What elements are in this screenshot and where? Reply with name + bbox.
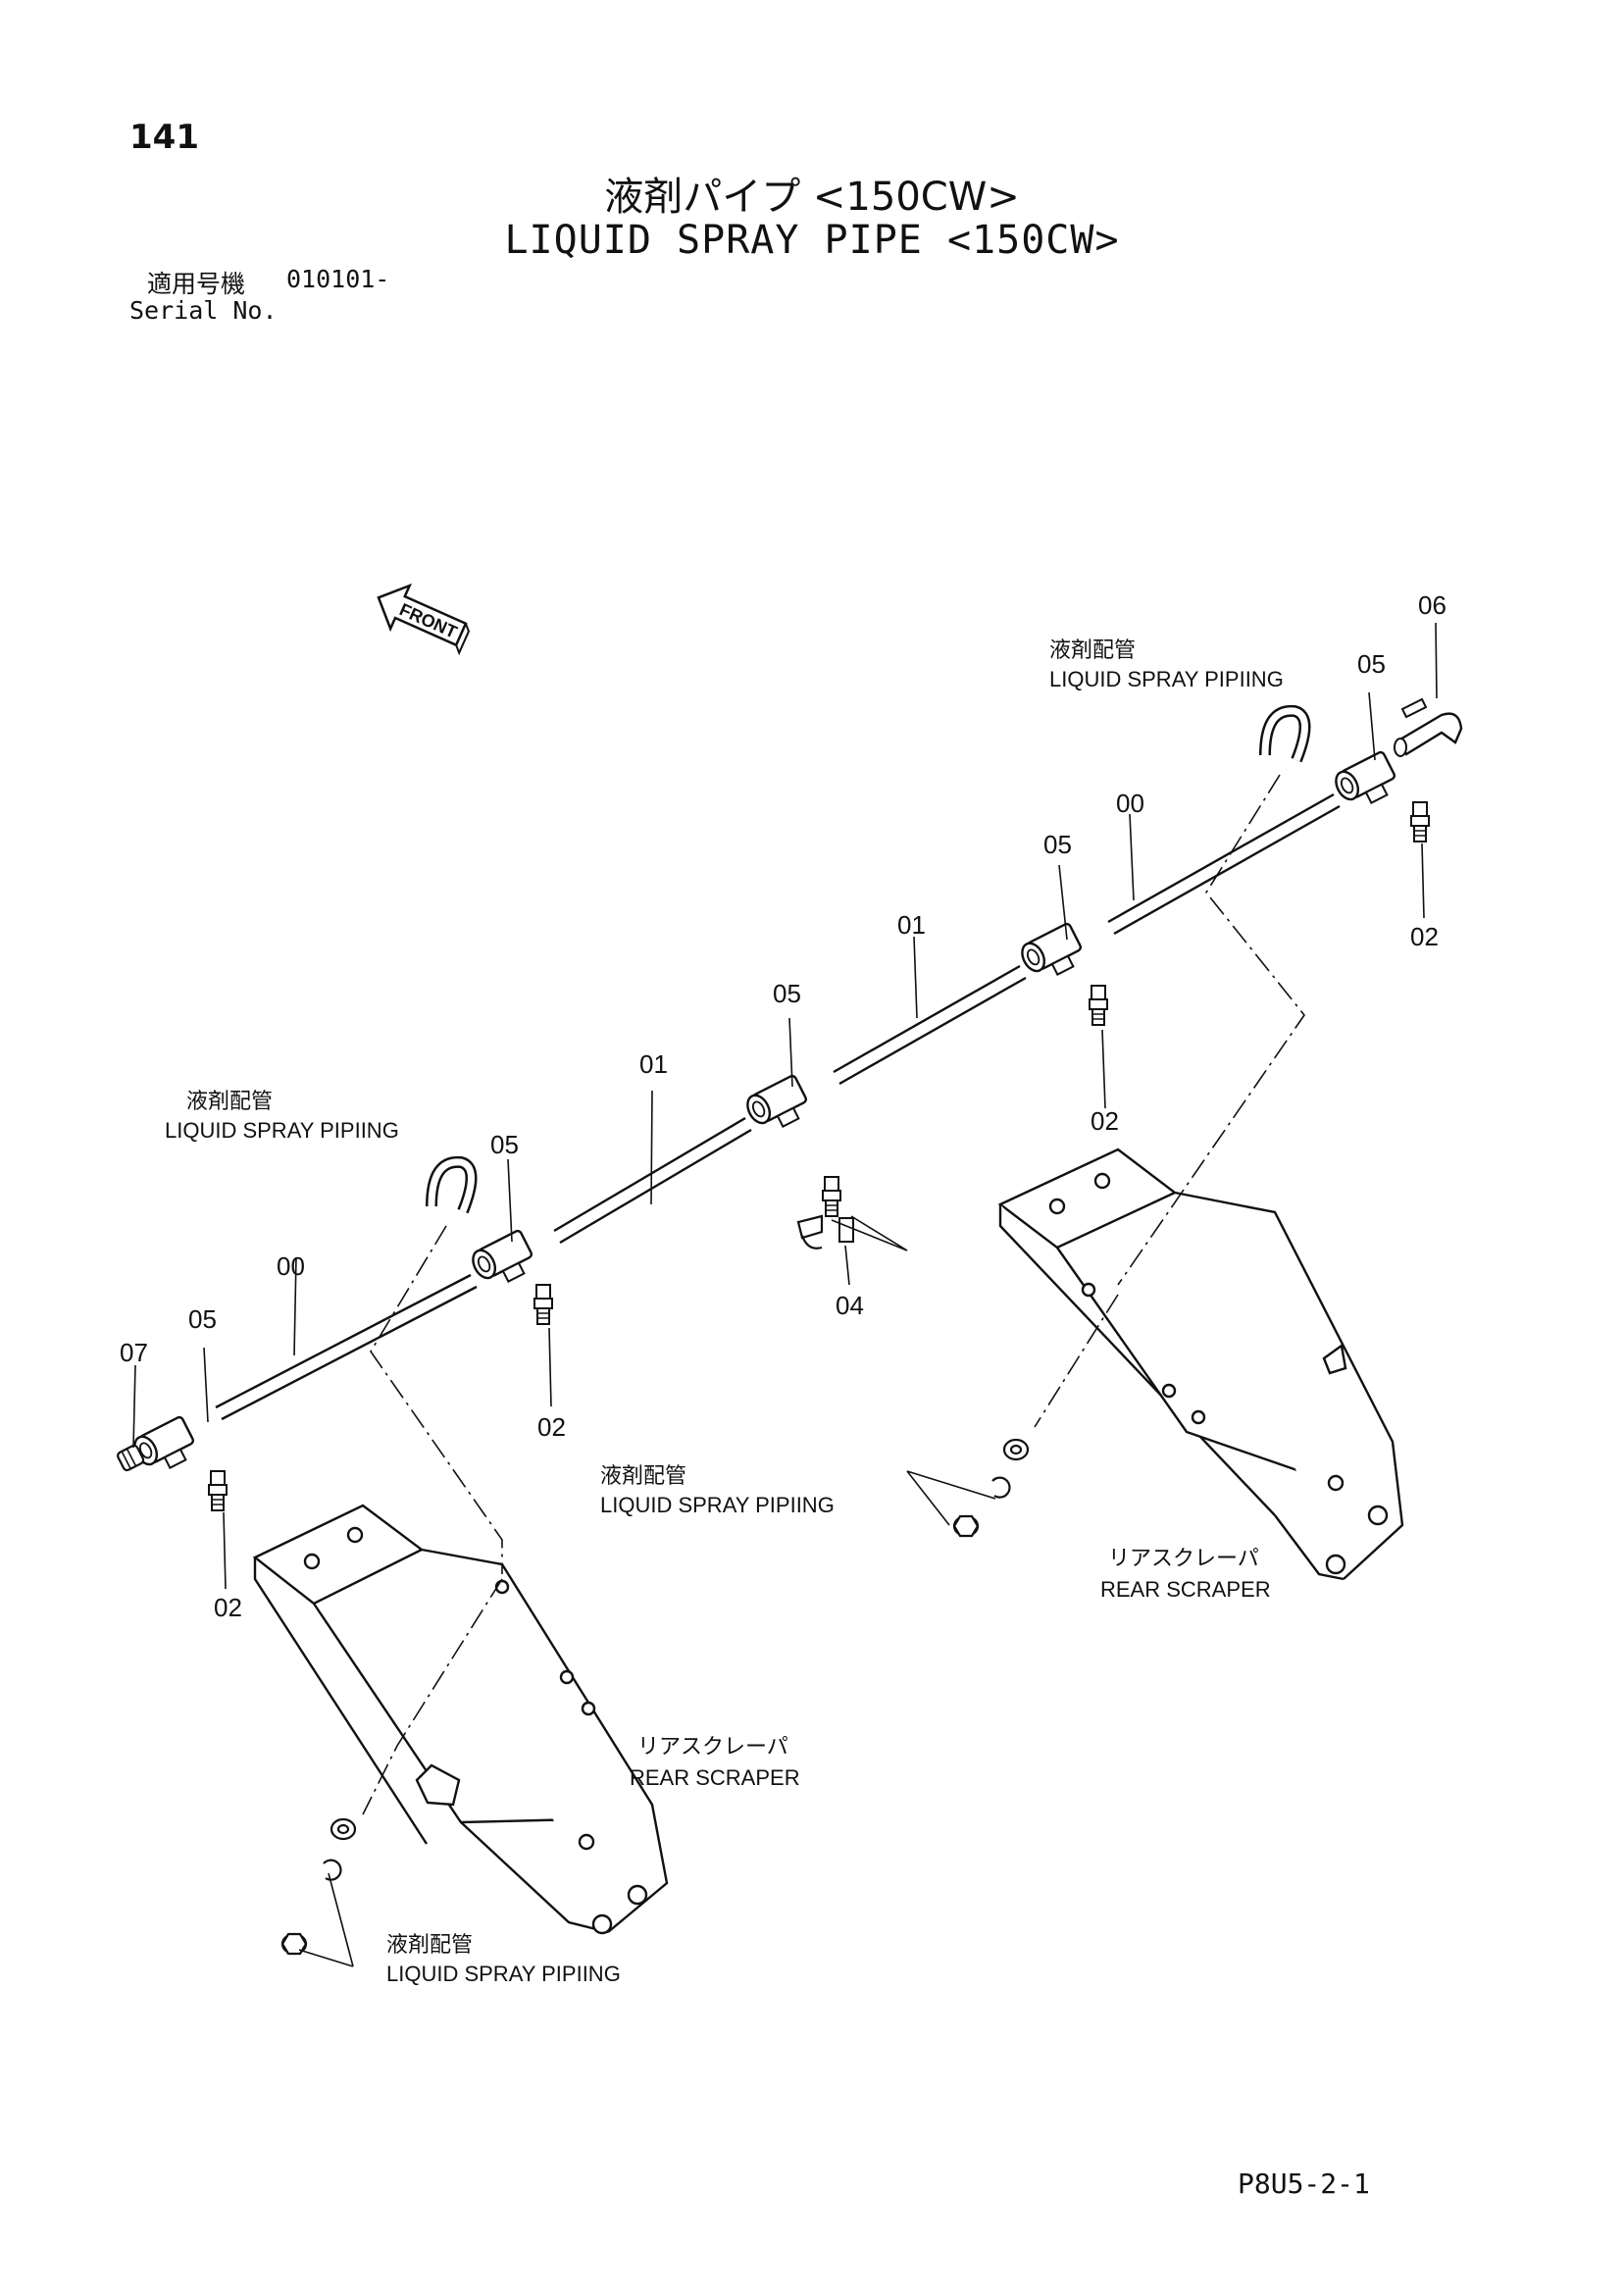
scraper-label-right-en: REAR SCRAPER [1100, 1577, 1271, 1602]
rear-scraper-left [252, 1504, 669, 1935]
pipe-assembly [117, 697, 1463, 1511]
hardware-right [952, 1438, 1030, 1538]
callout-01-a: 01 [639, 1049, 668, 1079]
title-japanese: 液剤パイプ <150CW> [604, 175, 1020, 220]
piping-label-bottom-jp: 液剤配管 [386, 1932, 473, 1957]
serial-label-japanese: 適用号機 [147, 270, 246, 298]
piping-label-center-en: LIQUID SPRAY PIPIING [600, 1493, 835, 1517]
title-english: LIQUID SPRAY PIPE <150CW> [504, 218, 1120, 263]
callout-05-b: 05 [490, 1130, 519, 1159]
callout-numbers: 07 05 00 05 01 05 01 05 00 05 06 02 02 0… [120, 590, 1446, 1622]
callout-05-d: 05 [1043, 830, 1072, 859]
page-number: 141 [129, 118, 199, 157]
callout-00-a: 00 [277, 1251, 305, 1281]
piping-label-left-jp: 液剤配管 [186, 1089, 273, 1113]
hardware-left [280, 1817, 357, 1956]
scraper-label-left-jp: リアスクレーパ [637, 1734, 788, 1759]
scraper-label-left-en: REAR SCRAPER [630, 1765, 800, 1790]
callout-02-c: 02 [537, 1412, 566, 1442]
piping-label-center-jp: 液剤配管 [600, 1463, 686, 1488]
piping-label-bottom-en: LIQUID SPRAY PIPIING [386, 1962, 621, 1986]
leader-lines [132, 622, 1438, 1967]
callout-05-e: 05 [1357, 649, 1386, 679]
serial-label-english: Serial No. [129, 296, 278, 325]
piping-label-left-en: LIQUID SPRAY PIPIING [165, 1118, 399, 1143]
serial-value: 010101- [286, 265, 390, 293]
scraper-label-right-jp: リアスクレーパ [1108, 1546, 1259, 1570]
piping-label-top-right-en: LIQUID SPRAY PIPIING [1049, 667, 1284, 691]
piping-label-top-right-jp: 液剤配管 [1049, 638, 1136, 662]
callout-02-b: 02 [1091, 1106, 1119, 1136]
callout-02-a: 02 [1410, 922, 1439, 951]
callout-02-d: 02 [214, 1593, 242, 1622]
callout-06: 06 [1418, 590, 1446, 620]
callout-07: 07 [120, 1338, 148, 1367]
callout-05-a: 05 [188, 1304, 217, 1334]
callout-04: 04 [836, 1291, 864, 1320]
rear-scraper-right [997, 1148, 1404, 1581]
callout-01-b: 01 [897, 910, 926, 940]
front-arrow-icon: FRONT [377, 583, 471, 656]
callout-00-b: 00 [1116, 789, 1144, 818]
footer-code: P8U5-2-1 [1238, 2168, 1370, 2200]
part-labels: 液剤配管 LIQUID SPRAY PIPIING 液剤配管 LIQUID SP… [165, 638, 1284, 1986]
assembly-lines [362, 774, 1305, 1815]
callout-05-c: 05 [773, 979, 801, 1008]
